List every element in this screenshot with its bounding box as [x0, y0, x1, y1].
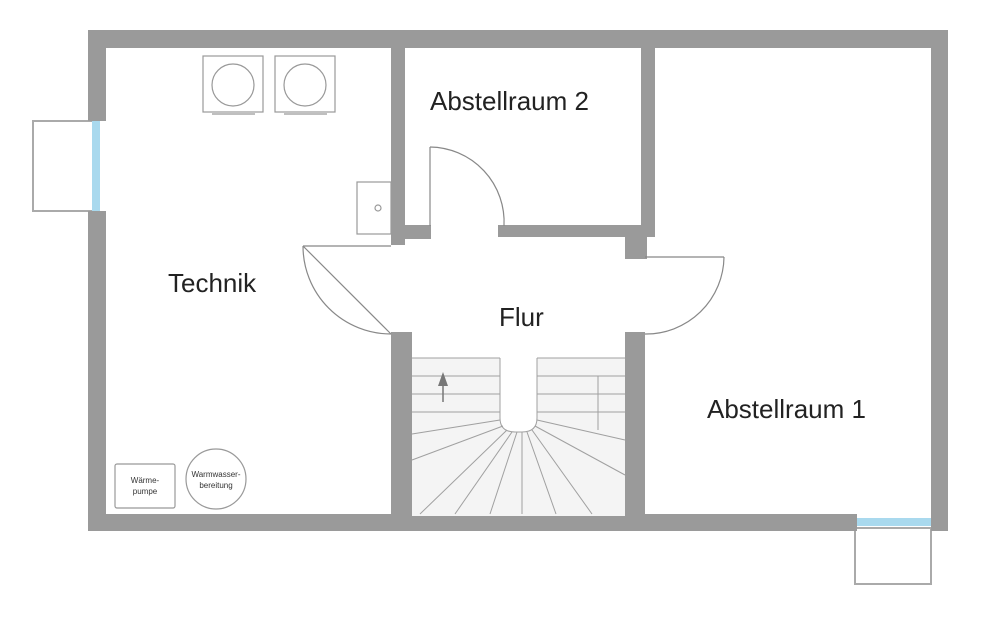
light-shaft-right [854, 518, 932, 585]
heat-pump-label-line1: Wärme- [131, 476, 160, 485]
hot-water-tank: Warmwasser- bereitung [185, 448, 247, 510]
sink-icon [356, 181, 392, 235]
arrow-up-icon [438, 372, 448, 402]
washing-machine-icon [202, 55, 264, 115]
interior-walls [391, 45, 655, 522]
light-shaft-left [32, 120, 100, 212]
room-label-technik: Technik [168, 268, 257, 298]
staircase [411, 357, 626, 516]
dryer-icon [274, 55, 336, 115]
door-abstellraum-2 [429, 146, 505, 227]
room-label-flur: Flur [499, 302, 544, 332]
hot-water-tank-label-line1: Warmwasser- [191, 470, 240, 479]
door-technik [302, 245, 392, 335]
room-label-abstellraum-2: Abstellraum 2 [430, 86, 589, 116]
door-abstellraum-1 [644, 256, 725, 335]
room-label-abstellraum-1: Abstellraum 1 [707, 394, 866, 424]
heat-pump-label-line2: pumpe [133, 487, 158, 496]
heat-pump: Wärme- pumpe [114, 463, 176, 509]
outer-walls [88, 30, 948, 531]
hot-water-tank-label-line2: bereitung [199, 481, 232, 490]
